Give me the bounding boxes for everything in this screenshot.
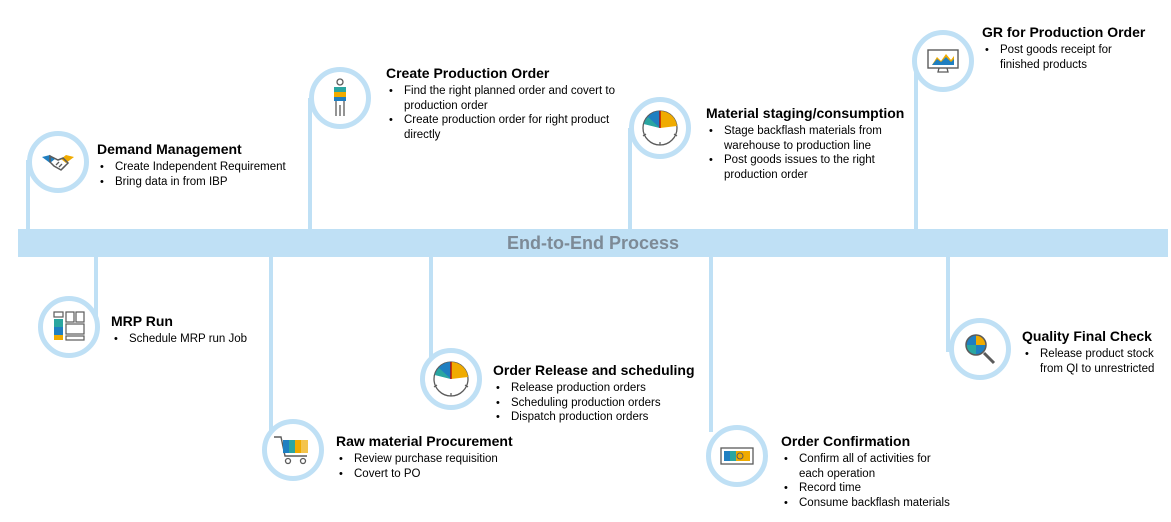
gauge-icon [433,361,469,397]
bullet-item: Scheduling production orders [493,396,695,411]
bullet-continuation: directly [404,128,441,141]
step-title: Material staging/consumption [706,105,905,121]
bullet-item: Release product stock [1022,347,1154,362]
step-title: Create Production Order [386,65,550,81]
bullet-item: Release production orders [493,381,695,396]
bullet-item: Confirm all of activities for [781,452,950,467]
quality-node [949,318,1011,380]
step-demand-management: Demand Management Create Independent Req… [97,141,286,189]
demand-node [27,131,89,193]
step-title: Order Release and scheduling [493,362,695,378]
staging-node [629,97,691,159]
step-material-staging: Material staging/consumption Stage backf… [706,105,904,182]
worker-icon [334,78,346,116]
step-mrp-run: MRP Run Schedule MRP run Job [111,313,247,347]
bullet-item: Schedule MRP run Job [111,332,247,347]
step-title: Raw material Procurement [336,433,513,449]
bullet-continuation: each operation [799,467,876,480]
step-order-confirmation: Order Confirmation Confirm all of activi… [781,433,950,510]
step-create-production-order: Create Production Order Find the right p… [386,65,615,142]
connector-staging [628,128,632,230]
dashboard-layout-icon [53,311,85,341]
connector-confirmation [709,256,713,432]
bullet-item: Review purchase requisition [336,452,513,467]
connector-quality [946,256,950,352]
connector-mrp [94,256,98,316]
step-quality-final-check: Quality Final Check Release product stoc… [1022,328,1154,376]
bullet-continuation: production order [404,99,488,112]
bullet-item: Consume backflash materials [781,496,950,511]
step-title: Demand Management [97,141,242,157]
step-title: Quality Final Check [1022,328,1152,344]
process-band: End-to-End Process [18,229,1168,257]
bullet-continuation: production order [724,168,808,181]
step-gr-production-order: GR for Production Order Post goods recei… [982,24,1145,72]
step-order-release: Order Release and scheduling Release pro… [493,362,695,425]
bullet-item: Post goods issues to the right [706,153,904,168]
monitor-chart-icon [927,49,959,73]
step-title: MRP Run [111,313,173,329]
gauge-icon [642,110,678,146]
shopping-cart-icon [274,436,308,465]
connector-create-order [308,98,312,230]
ticket-icon [720,447,754,465]
band-title: End-to-End Process [506,233,680,253]
create-order-node [309,67,371,129]
magnifier-icon [965,334,996,365]
bullet-item: Record time [781,481,950,496]
connector-demand [26,160,30,230]
bullet-item: Create Independent Requirement [97,160,286,175]
step-raw-material-procurement: Raw material Procurement Review purchase… [336,433,513,481]
connector-gr [914,60,918,230]
bullet-item: Bring data in from IBP [97,175,286,190]
connector-release [429,256,433,362]
confirmation-node [706,425,768,487]
step-title: Order Confirmation [781,433,911,449]
bullet-continuation: finished products [1000,58,1087,71]
mrp-node [38,296,100,358]
step-title: GR for Production Order [982,24,1146,40]
handshake-icon [42,154,74,171]
gr-node [912,30,974,92]
release-node [420,348,482,410]
bullet-item: Stage backflash materials from [706,124,904,139]
bullet-item: Post goods receipt for [982,43,1145,58]
bullet-item: Find the right planned order and covert … [386,84,615,99]
bullet-item: Create production order for right produc… [386,113,615,128]
procurement-node [262,419,324,481]
bullet-continuation: from QI to unrestricted [1040,362,1155,375]
bullet-item: Covert to PO [336,467,513,482]
bullet-continuation: warehouse to production line [724,139,872,152]
connector-procurement [269,256,273,432]
bullet-item: Dispatch production orders [493,410,695,425]
